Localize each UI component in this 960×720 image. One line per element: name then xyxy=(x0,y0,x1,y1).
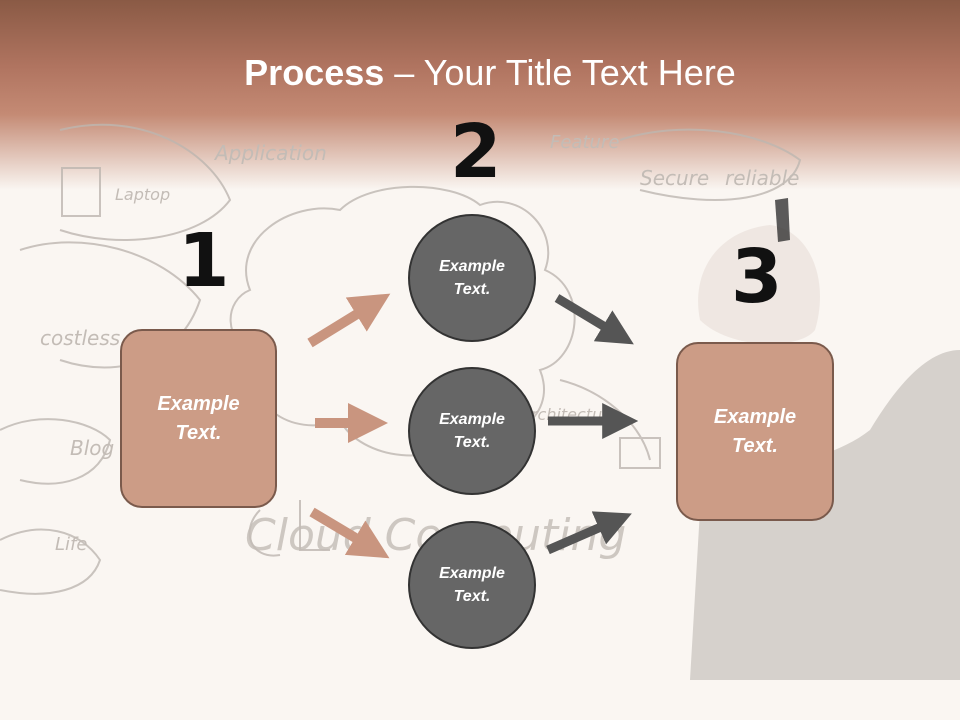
box-right-line-2: Text. xyxy=(732,434,778,457)
step-number-3: 3 xyxy=(731,234,783,320)
sketch-word: Laptop xyxy=(115,185,170,204)
page-title: Process – Your Title Text Here xyxy=(0,52,960,94)
circle-bottom-line-2: Text. xyxy=(453,588,491,605)
arrow-left-to-bottom xyxy=(309,507,390,559)
sketch-word: costless xyxy=(40,326,120,350)
sketch-word: Blog xyxy=(70,436,114,460)
step-number-1: 1 xyxy=(178,218,230,304)
box-left-line-1: Example xyxy=(157,392,240,415)
sketch-word: Life xyxy=(55,534,87,555)
header-band xyxy=(0,0,960,190)
circle-top-line-1: Example xyxy=(439,257,505,275)
sketch-word: Secure xyxy=(640,166,709,190)
circle-middle-line-2: Text. xyxy=(453,434,491,451)
step-number-2: 2 xyxy=(450,109,502,195)
circle-bottom-line-1: Example xyxy=(439,564,505,582)
box-right-line-1: Example xyxy=(713,405,797,428)
title-bold: Process xyxy=(244,52,385,93)
circle-top-line-2: Text. xyxy=(453,281,491,298)
arrow-bottom-to-right xyxy=(546,511,632,555)
sketch-word: reliable xyxy=(725,166,799,190)
arrow-left-to-top xyxy=(307,293,391,348)
circle-middle-line-1: Example xyxy=(439,410,505,428)
arrow-top-to-right xyxy=(554,294,634,345)
box-left-line-2: Text. xyxy=(175,421,222,444)
sketch-word: Application xyxy=(213,141,327,165)
title-rest: – Your Title Text Here xyxy=(384,52,736,93)
sketch-word: Feature xyxy=(550,132,619,153)
